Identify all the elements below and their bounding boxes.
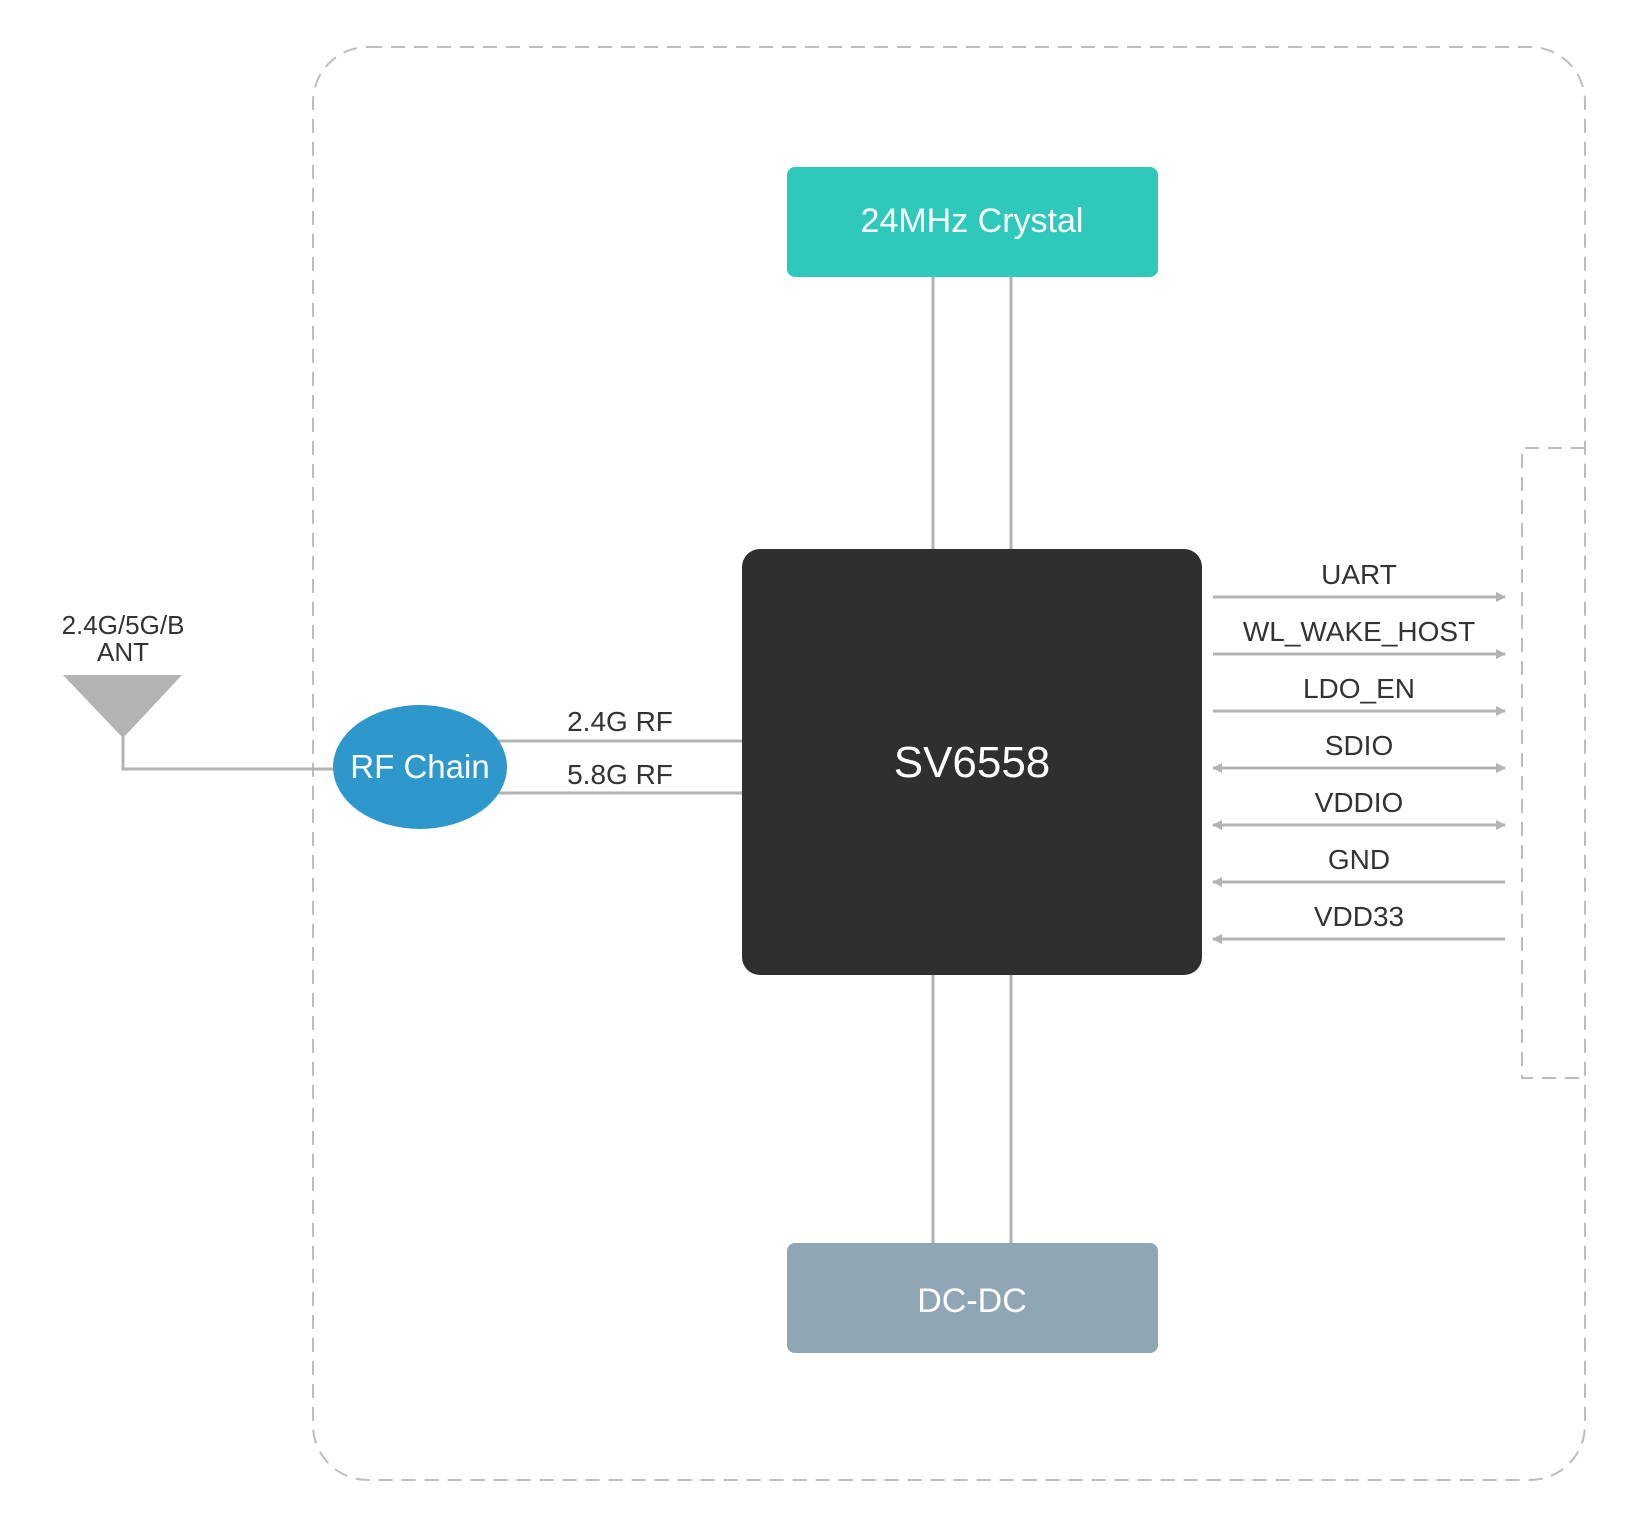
- signal-label-uart: UART: [1321, 559, 1397, 590]
- antenna: 2.4G/5G/B ANT: [62, 610, 340, 771]
- signal-label-ldo-en: LDO_EN: [1303, 673, 1415, 704]
- signal-label-vdd33: VDD33: [1314, 901, 1404, 932]
- rf-chain-label: RF Chain: [350, 748, 489, 785]
- antenna-feed-line: [121, 736, 340, 771]
- signal-label-wl-wake-host: WL_WAKE_HOST: [1243, 616, 1475, 647]
- module-outline: [312, 46, 1586, 1481]
- antenna-label-line2: ANT: [97, 637, 149, 667]
- crystal-label: 24MHz Crystal: [861, 202, 1084, 240]
- antenna-label-line1: 2.4G/5G/B: [62, 610, 185, 640]
- rf-link-label-5g8: 5.8G RF: [567, 759, 673, 790]
- signal-label-sdio: SDIO: [1325, 730, 1393, 761]
- dcdc-label: DC-DC: [917, 1282, 1027, 1320]
- signal-label-gnd: GND: [1328, 844, 1390, 875]
- signal-bus: UART WL_WAKE_HOST LDO_EN SDIO VDDIO GND VDD33: [1212, 559, 1506, 944]
- crystal-block: 24MHz Crystal: [787, 167, 1158, 277]
- signal-label-vddio: VDDIO: [1315, 787, 1404, 818]
- antenna-icon: [63, 675, 182, 738]
- chip-label: SV6558: [894, 738, 1051, 787]
- rf-chain-block: RF Chain: [333, 705, 507, 829]
- rf-link-label-2g4: 2.4G RF: [567, 706, 673, 737]
- connector-outline: [1521, 447, 1585, 1079]
- chip-block: SV6558: [742, 549, 1202, 975]
- dcdc-block: DC-DC: [787, 1243, 1158, 1353]
